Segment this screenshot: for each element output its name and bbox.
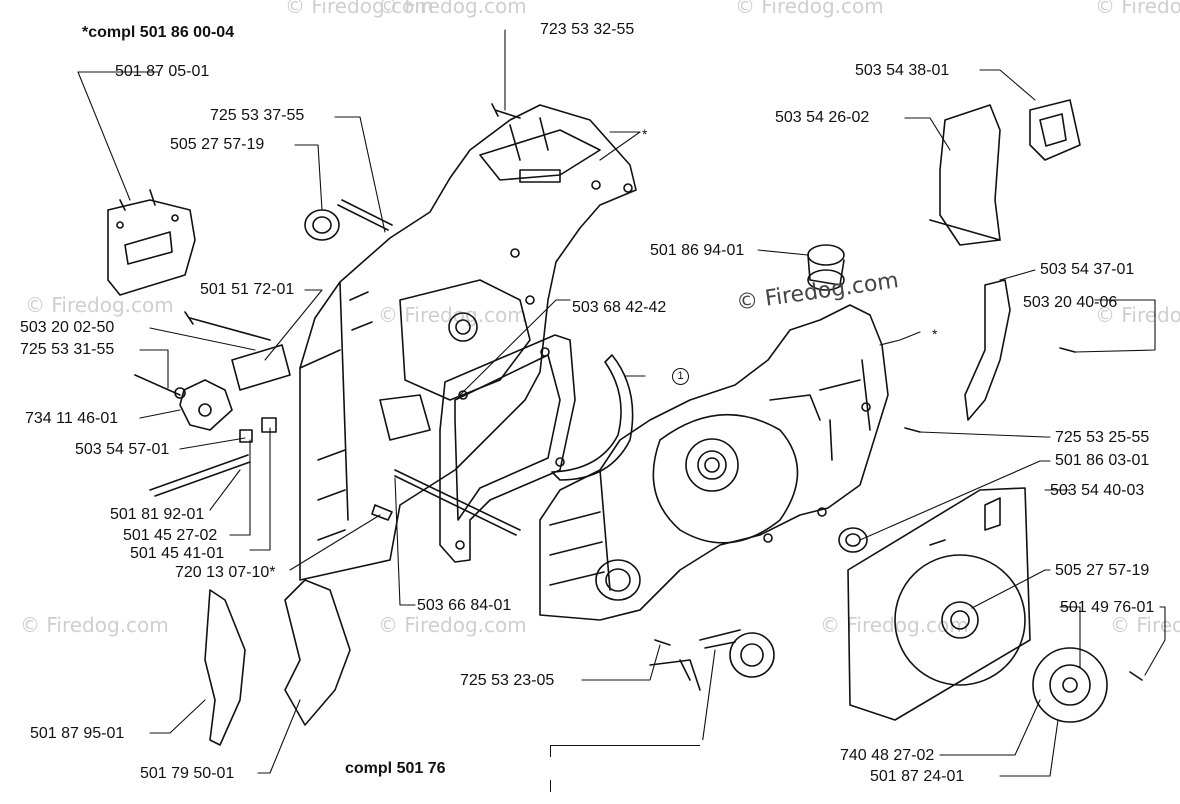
- watermark: © Firedog.com: [285, 0, 434, 18]
- part-label: 501 45 27-02: [123, 527, 218, 544]
- watermark: © Firedog.com: [378, 303, 527, 327]
- asterisk-marker: *: [642, 126, 648, 142]
- part-label: 503 66 84-01: [417, 597, 512, 614]
- side-plate: [964, 279, 1011, 421]
- part-label: 503 54 37-01: [1040, 261, 1135, 278]
- crankcase-right-half: [539, 304, 889, 621]
- part-label: 503 54 40-03: [1050, 482, 1145, 499]
- part-label: 503 68 42-42: [572, 299, 667, 316]
- part-label: 501 86 03-01: [1055, 452, 1150, 469]
- part-label: 720 13 07-10*: [175, 564, 276, 581]
- chain-guide-plate: [107, 189, 196, 296]
- part-label: 740 48 27-02: [840, 747, 935, 764]
- part-label: 725 53 31-55: [20, 341, 115, 358]
- rubber-grommet: [1029, 99, 1081, 161]
- crankcase-left-half: [299, 104, 637, 581]
- oil-pump-parts: [649, 629, 775, 691]
- part-label: 501 87 24-01: [870, 768, 965, 785]
- plug-top: [807, 244, 845, 291]
- part-label: 734 11 46-01: [25, 410, 119, 427]
- watermark: © Firedog.com: [378, 0, 527, 18]
- watermark: © Firedog.com: [820, 613, 969, 637]
- part-label: 725 53 25-55: [1055, 429, 1150, 446]
- clutch-pulley: [1032, 647, 1108, 723]
- part-label: 503 54 26-02: [775, 109, 870, 126]
- part-label: 725 53 37-55: [210, 107, 305, 124]
- watermark: © Firedog.com: [378, 613, 527, 637]
- part-label: 723 53 32-55: [540, 21, 635, 38]
- assembly-footer: compl 501 76: [345, 760, 446, 777]
- part-label: 503 54 57-01: [75, 441, 170, 458]
- part-label: 725 53 23-05: [460, 672, 555, 689]
- chain-catcher: [204, 589, 246, 746]
- asterisk-marker: *: [932, 326, 938, 342]
- cropped-edge-line: [550, 745, 700, 746]
- part-label: 501 81 92-01: [110, 506, 205, 523]
- callout-number: 1: [672, 368, 689, 385]
- watermark: © Firedog.com: [1095, 0, 1180, 18]
- part-label: 503 54 38-01: [855, 62, 950, 79]
- circlip: [551, 354, 634, 481]
- part-label: 505 27 57-19: [1055, 562, 1150, 579]
- watermark: © Firedog.com: [735, 0, 884, 18]
- part-label: 501 45 41-01: [130, 545, 225, 562]
- part-label: 501 87 05-01: [115, 63, 210, 80]
- bolt-long: [189, 317, 271, 341]
- tensioner-parts: [134, 344, 393, 521]
- assembly-header: *compl 501 86 00-04: [82, 24, 235, 41]
- watermark: © Firedog.com: [25, 293, 174, 317]
- cropped-edge-line: [550, 780, 551, 792]
- watermark: © Firedog.com: [1110, 613, 1180, 637]
- part-label: 501 79 50-01: [140, 765, 235, 782]
- part-label: 503 20 40-06: [1023, 294, 1118, 311]
- watermark: © Firedog.com: [1095, 303, 1180, 327]
- air-deflector: [939, 104, 1001, 246]
- flywheel-housing: [847, 487, 1031, 721]
- part-label: 501 49 76-01: [1060, 599, 1155, 616]
- seal-ring-right: [838, 527, 868, 553]
- part-label: 501 86 94-01: [650, 242, 745, 259]
- cropped-edge-line: [550, 745, 551, 757]
- bumper-spike: [284, 579, 351, 726]
- part-label: 505 27 57-19: [170, 136, 265, 153]
- watermark: © Firedog.com: [20, 613, 169, 637]
- cropped-region: [465, 740, 705, 804]
- part-label: 503 20 02-50: [20, 319, 115, 336]
- seal-ring-left: [304, 209, 340, 241]
- part-label: 501 51 72-01: [200, 281, 295, 298]
- part-label: 501 87 95-01: [30, 725, 125, 742]
